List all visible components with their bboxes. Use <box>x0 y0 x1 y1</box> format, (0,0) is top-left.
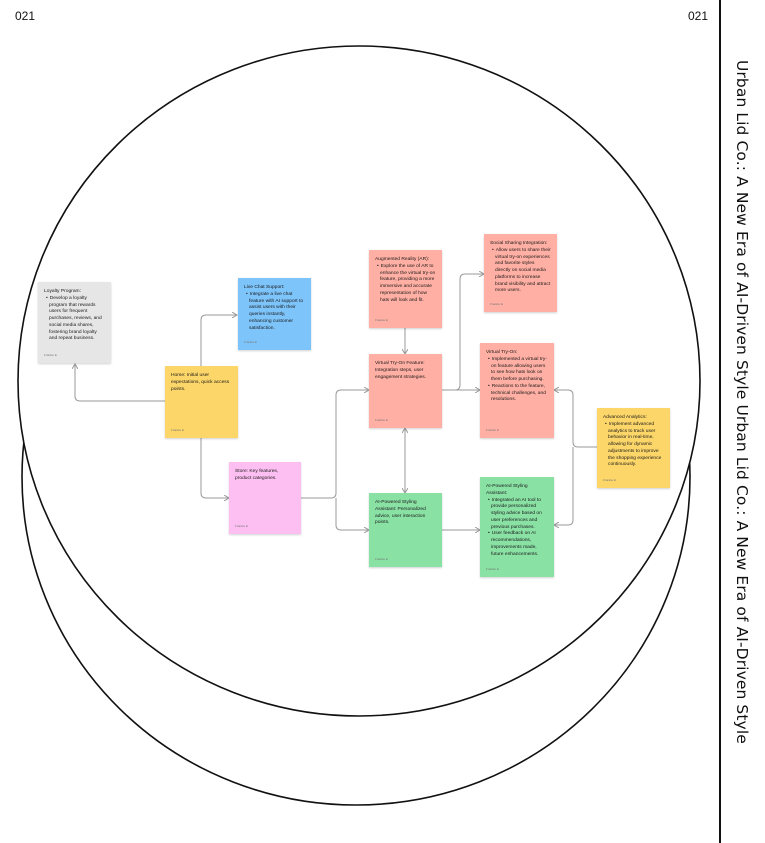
sticky-note-live-chat-support[interactable]: Live Chat Support: Integrate a live chat… <box>238 278 311 350</box>
sticky-note-advanced-analytics[interactable]: Advanced Analytics: Implement advanced a… <box>597 408 670 488</box>
note-bullet: Integrate a live chat feature with AI su… <box>244 292 305 333</box>
connector-analytics-aistyle2 <box>554 447 574 525</box>
connector-analytics-vto2 <box>554 390 597 448</box>
note-body: AI-Powered Styling Assistant: Personaliz… <box>375 500 426 526</box>
connector-home-store <box>200 438 229 498</box>
note-bullet: Implement advanced analytics to track us… <box>603 422 664 469</box>
note-author: Frankie E <box>486 566 499 571</box>
note-body: Store: Key features, product categories. <box>235 469 279 481</box>
note-bullet: Implemented a virtual try-on feature all… <box>486 357 548 384</box>
note-bullet: Explore the use of AR to enhance the vir… <box>375 264 436 305</box>
side-title: Urban Lid Co.: A New Era of AI-Driven St… <box>733 60 751 744</box>
note-author: Frankie E <box>244 339 257 344</box>
note-bullet: Reactions to the feature, technical chal… <box>486 384 548 404</box>
note-title: Live Chat Support: <box>244 285 285 290</box>
sticky-note-social-sharing[interactable]: Social Sharing Integration: Allow users … <box>484 234 557 312</box>
vertical-divider-line <box>719 0 721 843</box>
note-bullet: Develop a loyalty program that rewards u… <box>44 296 105 343</box>
note-bullet: User feedback on AI recommendations, imp… <box>486 531 548 558</box>
connector-home-livechat <box>200 315 237 366</box>
connector-vto-social <box>442 274 484 391</box>
page-number-right: 021 <box>688 9 709 23</box>
note-author: Frankie E <box>375 556 388 561</box>
sticky-note-virtual-try-on-feature[interactable]: Virtual Try-On Feature: Integration step… <box>369 354 442 428</box>
note-title: Advanced Analytics: <box>603 415 647 420</box>
note-body: Virtual Try-On Feature: Integration step… <box>375 361 427 380</box>
sticky-note-virtual-try-on[interactable]: Virtual Try-On: Implemented a virtual tr… <box>480 343 554 438</box>
page-number-left: 021 <box>15 9 36 23</box>
note-body: Home: Initial user expectations, quick a… <box>171 373 230 392</box>
sticky-note-augmented-reality[interactable]: Augmented Reality (AR): Explore the use … <box>369 250 442 328</box>
sticky-note-loyalty-program[interactable]: Loyalty Program: Develop a loyalty progr… <box>38 282 111 363</box>
note-author: Frankie E <box>603 477 616 482</box>
connector-store-vto <box>301 390 369 499</box>
connector-home-loyalty <box>75 364 165 402</box>
note-title: Virtual Try-On: <box>486 350 518 355</box>
note-author: Frankie E <box>375 417 388 422</box>
note-title: Loyalty Program: <box>44 289 81 294</box>
note-author: Frankie E <box>486 427 499 432</box>
note-title: AI-Powered Styling Assistant: <box>486 484 528 496</box>
connector-store-aistyle <box>335 498 369 530</box>
sticky-note-store[interactable]: Store: Key features, product categories.… <box>229 462 301 534</box>
note-title: Augmented Reality (AR): <box>375 257 430 262</box>
sticky-note-ai-styling-assistant-detail[interactable]: AI-Powered Styling Assistant: Integrated… <box>480 477 554 577</box>
note-author: Frankie E <box>44 352 57 357</box>
note-bullet: Allow users to share their virtual try-o… <box>490 248 551 295</box>
note-author: Frankie E <box>375 317 388 322</box>
sticky-note-home[interactable]: Home: Initial user expectations, quick a… <box>165 366 238 438</box>
note-author: Frankie E <box>171 427 184 432</box>
note-author: Frankie E <box>490 301 503 306</box>
note-title: Social Sharing Integration: <box>490 241 548 246</box>
sticky-note-ai-styling-assistant[interactable]: AI-Powered Styling Assistant: Personaliz… <box>369 493 442 567</box>
note-author: Frankie E <box>235 523 248 528</box>
note-bullet: Integrated an AI tool to provide persona… <box>486 498 548 532</box>
background-circle-front <box>17 45 701 717</box>
